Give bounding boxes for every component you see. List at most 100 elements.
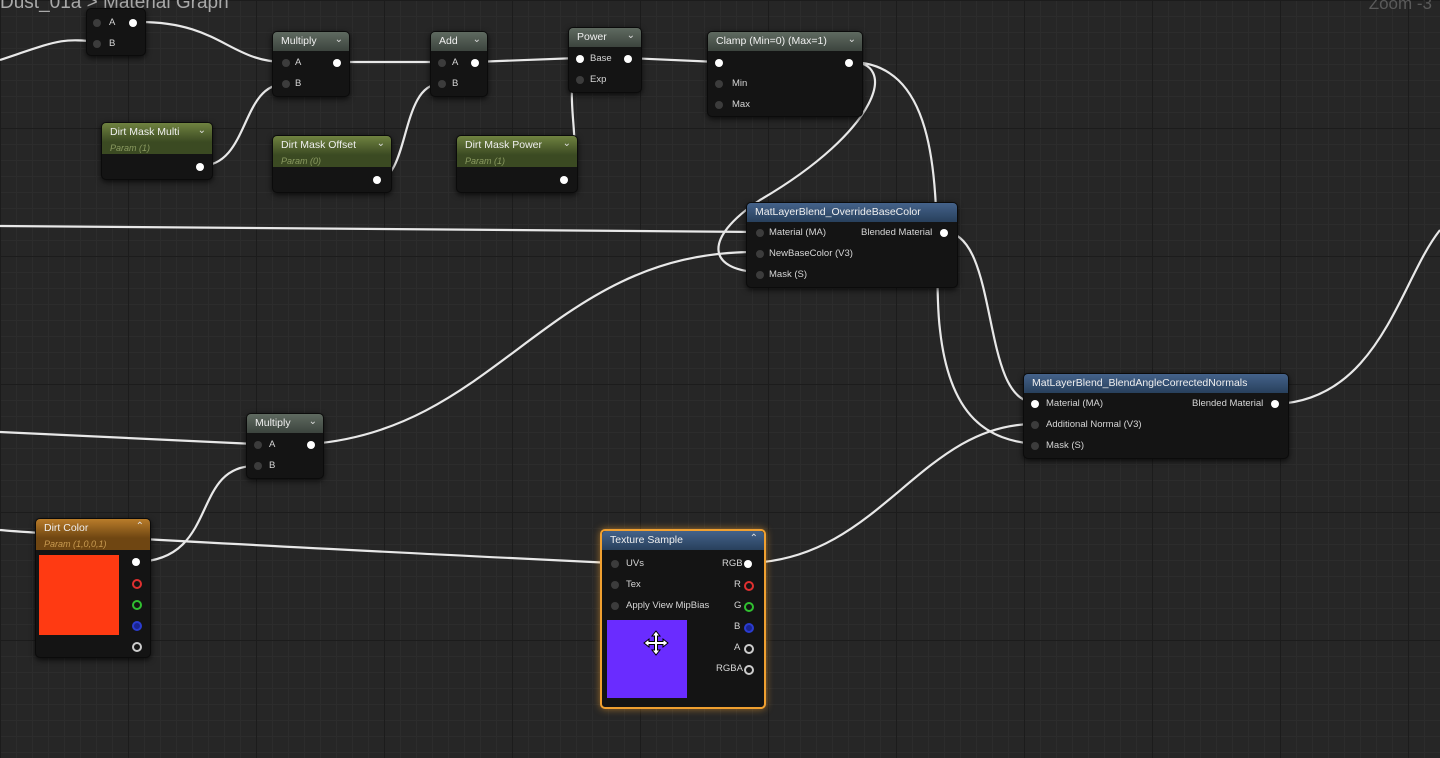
- chevron-up-icon[interactable]: ⌃: [749, 533, 758, 544]
- chevron-down-icon[interactable]: ⌄: [472, 34, 481, 45]
- wire: [847, 60, 1035, 446]
- output-label: RGBA: [716, 663, 743, 674]
- output-pin-rgb[interactable]: [132, 558, 140, 566]
- output-pin[interactable]: [940, 229, 948, 237]
- chevron-down-icon[interactable]: ⌄: [308, 416, 317, 427]
- node-title: Dirt Mask Multi⌄: [102, 123, 212, 142]
- output-pin-a[interactable]: [132, 642, 142, 652]
- output-pin[interactable]: [333, 59, 341, 67]
- output-pin-a[interactable]: [744, 644, 754, 654]
- output-pin[interactable]: [560, 176, 568, 184]
- power-node[interactable]: Power⌄ Base Exp: [568, 27, 642, 93]
- pin-label: Additional Normal (V3): [1046, 419, 1142, 430]
- input-pin-exp[interactable]: [576, 76, 584, 84]
- output-pin-r[interactable]: [132, 579, 142, 589]
- output-pin-b[interactable]: [132, 621, 142, 631]
- output-label: B: [734, 621, 741, 632]
- chevron-down-icon[interactable]: ⌄: [562, 138, 571, 149]
- chevron-down-icon[interactable]: ⌄: [197, 125, 206, 136]
- breadcrumb-asset[interactable]: Dust_01a: [0, 0, 82, 13]
- clamp-node[interactable]: Clamp (Min=0) (Max=1)⌄ Min Max: [707, 31, 863, 117]
- pin-label: Material (MA): [769, 227, 827, 238]
- node-title: Power⌄: [569, 28, 641, 47]
- output-pin-g[interactable]: [132, 600, 142, 610]
- input-pin[interactable]: [715, 59, 723, 67]
- multiply-node-top[interactable]: Multiply⌄ A B: [272, 31, 350, 97]
- output-pin[interactable]: [129, 19, 137, 27]
- pin-label: B: [452, 78, 459, 89]
- input-pin-uvs[interactable]: [611, 560, 619, 568]
- dirt-mask-power-node[interactable]: Dirt Mask Power⌄ Param (1): [456, 135, 578, 193]
- wire: [135, 464, 256, 564]
- pin-label: A: [269, 439, 276, 450]
- output-pin[interactable]: [845, 59, 853, 67]
- input-pin-material[interactable]: [1031, 400, 1039, 408]
- pin-label: B: [295, 78, 302, 89]
- dirt-mask-offset-node[interactable]: Dirt Mask Offset⌄ Param (0): [272, 135, 392, 193]
- node-subtitle: Param (1,0,0,1): [36, 538, 150, 550]
- input-pin-mipbias[interactable]: [611, 602, 619, 610]
- node-title: Multiply⌄: [247, 414, 323, 433]
- input-pin-min[interactable]: [715, 80, 723, 88]
- chevron-up-icon[interactable]: ⌃: [135, 521, 144, 532]
- output-label: Blended Material: [861, 227, 933, 238]
- output-pin[interactable]: [471, 59, 479, 67]
- pin-label: A: [452, 57, 459, 68]
- input-pin-base[interactable]: [576, 55, 584, 63]
- input-pin-a[interactable]: [282, 59, 290, 67]
- chevron-down-icon[interactable]: ⌄: [334, 34, 343, 45]
- dirt-color-node[interactable]: Dirt Color⌃ Param (1,0,0,1): [35, 518, 151, 658]
- partial-node-top-left[interactable]: A B: [86, 8, 146, 56]
- input-pin-additional-normal[interactable]: [1031, 421, 1039, 429]
- pin-label: NewBaseColor (V3): [769, 248, 853, 259]
- input-pin-mask[interactable]: [1031, 442, 1039, 450]
- output-label: A: [734, 642, 741, 653]
- input-pin-a[interactable]: [254, 441, 262, 449]
- output-pin[interactable]: [1271, 400, 1279, 408]
- matlayerblend-override-basecolor-node[interactable]: MatLayerBlend_OverrideBaseColor Material…: [746, 202, 958, 288]
- chevron-down-icon[interactable]: ⌄: [626, 30, 635, 41]
- input-pin-material[interactable]: [756, 229, 764, 237]
- wire: [747, 422, 1035, 565]
- input-pin-newbasecolor[interactable]: [756, 250, 764, 258]
- output-pin[interactable]: [196, 163, 204, 171]
- wire: [627, 56, 719, 64]
- node-title: Dirt Mask Offset⌄: [273, 136, 391, 155]
- node-title: Dirt Mask Power⌄: [457, 136, 577, 155]
- input-pin-b[interactable]: [254, 462, 262, 470]
- input-pin-b[interactable]: [282, 80, 290, 88]
- pin-label: UVs: [626, 558, 644, 569]
- chevron-down-icon[interactable]: ⌄: [376, 138, 385, 149]
- node-title: Clamp (Min=0) (Max=1)⌄: [708, 32, 862, 51]
- add-node[interactable]: Add⌄ A B: [430, 31, 488, 97]
- output-pin-g[interactable]: [744, 602, 754, 612]
- texture-sample-node[interactable]: Texture Sample⌃ UVs Tex Apply View MipBi…: [600, 529, 766, 709]
- input-pin-b[interactable]: [438, 80, 446, 88]
- wire: [943, 230, 1035, 404]
- output-pin[interactable]: [624, 55, 632, 63]
- input-pin-max[interactable]: [715, 101, 723, 109]
- output-pin[interactable]: [307, 441, 315, 449]
- wire: [139, 20, 286, 64]
- chevron-down-icon[interactable]: ⌄: [847, 34, 856, 45]
- output-pin-b[interactable]: [744, 623, 754, 633]
- output-pin[interactable]: [373, 176, 381, 184]
- pin-a-label: A: [109, 17, 116, 28]
- output-label: Blended Material: [1192, 398, 1264, 409]
- output-pin-rgba[interactable]: [744, 665, 754, 675]
- multiply-node-bottom[interactable]: Multiply⌄ A B: [246, 413, 324, 479]
- output-pin-rgb[interactable]: [744, 560, 752, 568]
- input-pin-tex[interactable]: [611, 581, 619, 589]
- wire: [717, 60, 877, 274]
- wire: [309, 250, 759, 446]
- pin-b-label: B: [109, 38, 116, 49]
- input-pin-a[interactable]: [438, 59, 446, 67]
- input-pin-mask[interactable]: [756, 271, 764, 279]
- matlayerblend-blendangle-node[interactable]: MatLayerBlend_BlendAngleCorrectedNormals…: [1023, 373, 1289, 459]
- breadcrumb-separator: >: [86, 0, 98, 13]
- dirt-mask-multi-node[interactable]: Dirt Mask Multi⌄ Param (1): [101, 122, 213, 180]
- output-pin-r[interactable]: [744, 581, 754, 591]
- node-title: MatLayerBlend_BlendAngleCorrectedNormals: [1024, 374, 1288, 393]
- pin-label: Tex: [626, 579, 641, 590]
